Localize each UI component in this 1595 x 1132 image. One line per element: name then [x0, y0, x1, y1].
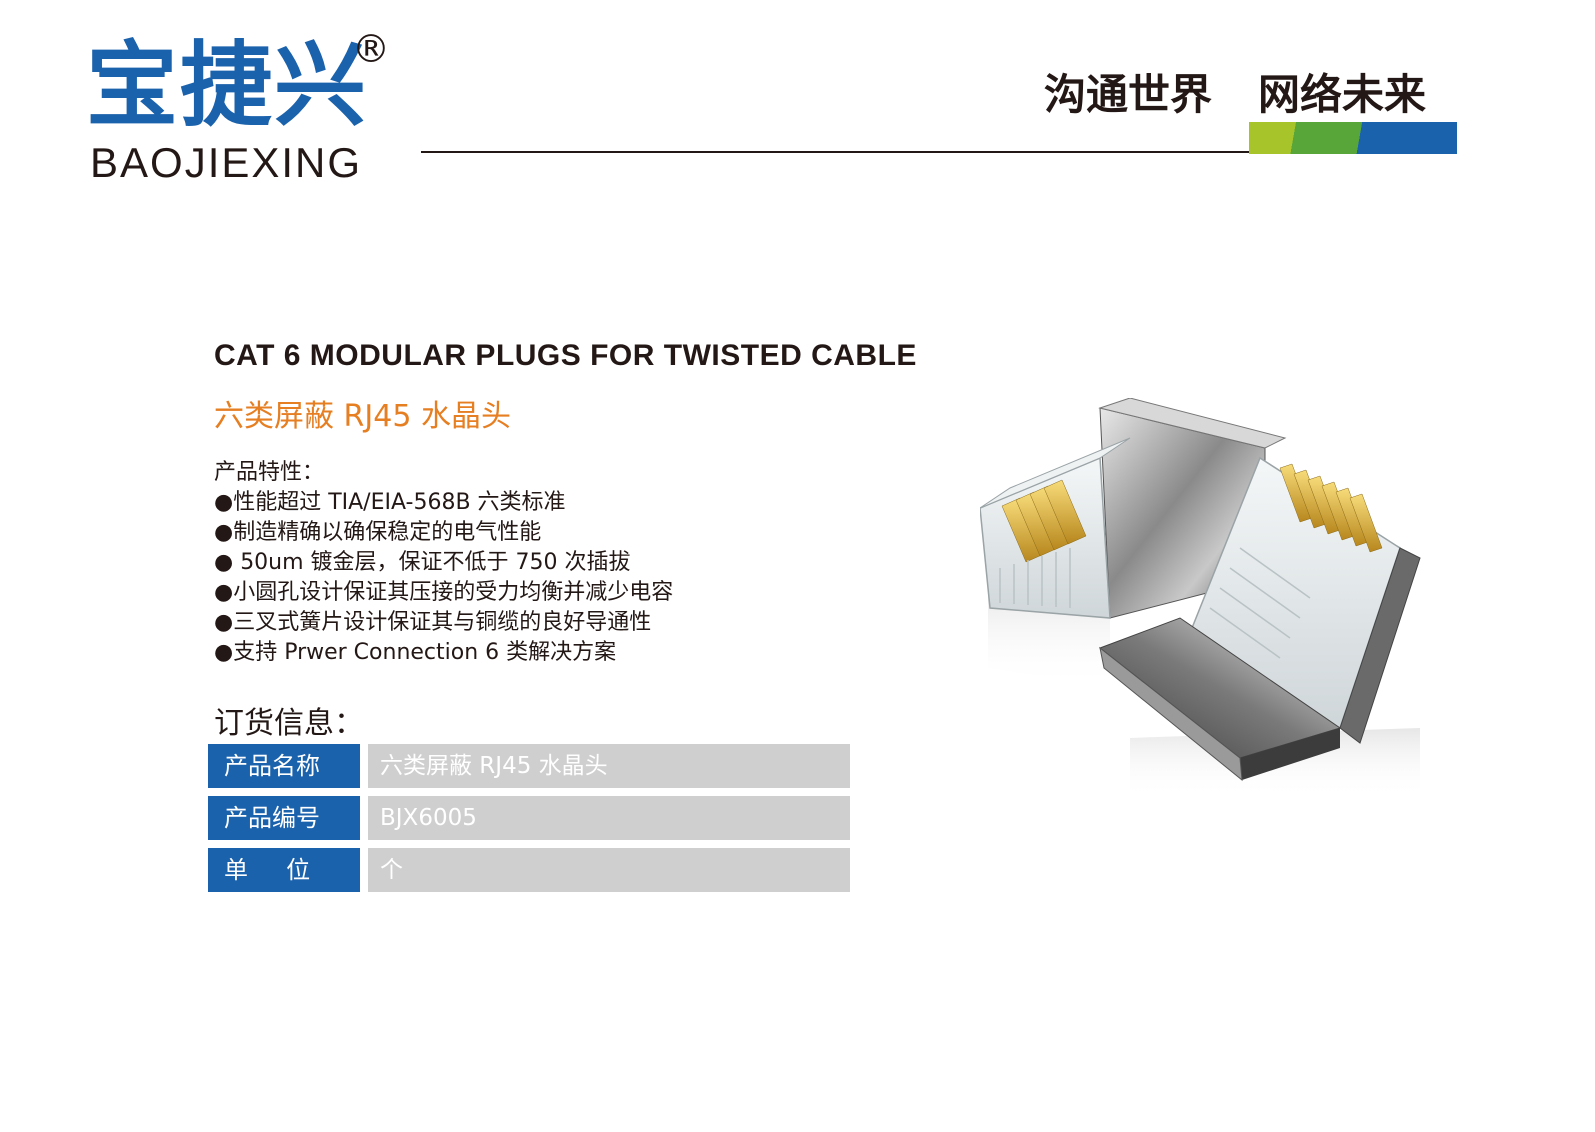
- row-value: 个: [368, 848, 850, 892]
- feature-item: ●性能超过 TIA/EIA-568B 六类标准: [214, 490, 566, 515]
- product-title-chinese: 六类屏蔽 RJ45 水晶头: [214, 399, 511, 434]
- feature-item: ●三叉式簧片设计保证其与铜缆的良好导通性: [214, 610, 652, 635]
- slogan-part-1: 沟通世界: [1044, 70, 1213, 119]
- logo-chinese-text: 宝捷兴: [86, 32, 369, 139]
- row-value: 六类屏蔽 RJ45 水晶头: [368, 744, 850, 788]
- rj45-shielded-plug-icon: [980, 398, 1421, 798]
- order-info-title: 订货信息：: [214, 706, 364, 741]
- header-divider: [421, 151, 1249, 153]
- order-info-table: 产品名称 六类屏蔽 RJ45 水晶头 产品编号 BJX6005 单 位 个: [208, 744, 850, 900]
- row-label: 产品名称: [208, 744, 360, 788]
- feature-item: ● 50um 镀金层，保证不低于 750 次插拔: [214, 550, 631, 575]
- color-accent-bar: [1249, 122, 1457, 154]
- row-label: 产品编号: [208, 796, 360, 840]
- registered-mark: ®: [352, 27, 390, 71]
- feature-item: ●制造精确以确保稳定的电气性能: [214, 520, 542, 545]
- features-list: 产品特性： ●性能超过 TIA/EIA-568B 六类标准 ●制造精确以确保稳定…: [214, 458, 673, 668]
- product-title-english: CAT 6 MODULAR PLUGS FOR TWISTED CABLE: [214, 339, 917, 372]
- feature-item: ●支持 Prwer Connection 6 类解决方案: [214, 640, 617, 665]
- table-row: 单 位 个: [208, 848, 850, 892]
- table-row: 产品编号 BJX6005: [208, 796, 850, 840]
- feature-item: ●小圆孔设计保证其压接的受力均衡并减少电容: [214, 580, 674, 605]
- slogan: 沟通世界网络未来: [1044, 74, 1426, 116]
- slogan-part-2: 网络未来: [1258, 70, 1427, 119]
- row-label: 单 位: [208, 848, 360, 892]
- logo-english-text: BAOJIEXING: [90, 139, 363, 186]
- features-heading: 产品特性：: [214, 460, 325, 485]
- row-value: BJX6005: [368, 796, 850, 840]
- table-row: 产品名称 六类屏蔽 RJ45 水晶头: [208, 744, 850, 788]
